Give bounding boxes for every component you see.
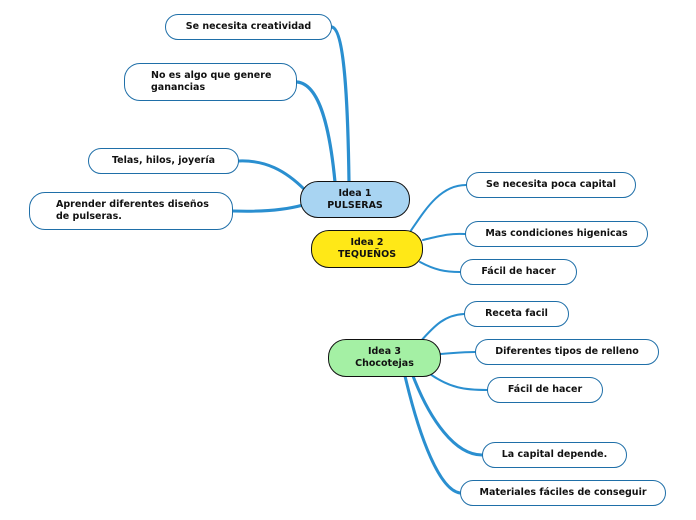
- link-idea2-higenicas: [422, 232, 466, 241]
- hub-idea1[interactable]: Idea 1 PULSERAS: [300, 181, 410, 218]
- hub-idea2-subtitle: TEQUEÑOS: [337, 249, 397, 260]
- link-idea3-materiales: [403, 374, 462, 495]
- node-ganancias[interactable]: No es algo que genere ganancias: [124, 63, 297, 101]
- node-creatividad[interactable]: Se necesita creatividad: [165, 14, 332, 40]
- link-idea2-capital: [409, 184, 467, 233]
- node-poca-capital[interactable]: Se necesita poca capital: [466, 172, 636, 198]
- link-idea1-creatividad: [330, 25, 351, 184]
- hub-idea2[interactable]: Idea 2 TEQUEÑOS: [311, 230, 423, 268]
- hub-idea3[interactable]: Idea 3 Chocotejas: [328, 339, 441, 377]
- link-idea1-telas: [237, 159, 307, 192]
- node-capital-depende[interactable]: La capital depende.: [482, 442, 627, 468]
- node-receta[interactable]: Receta facil: [464, 301, 569, 327]
- link-idea3-receta: [419, 313, 465, 343]
- node-facil-idea2[interactable]: Fácil de hacer: [460, 259, 577, 285]
- link-idea2-facil: [419, 261, 461, 273]
- node-aprender[interactable]: Aprender diferentes diseños de pulseras.: [29, 192, 233, 230]
- link-idea1-ganancias: [295, 80, 337, 184]
- hub-idea3-subtitle: Chocotejas: [355, 358, 414, 369]
- hub-idea2-title: Idea 2: [350, 237, 384, 248]
- hub-idea3-title: Idea 3: [367, 346, 402, 357]
- node-materiales[interactable]: Materiales fáciles de conseguir: [460, 480, 666, 506]
- link-idea3-facil: [429, 373, 488, 391]
- node-facil-idea3[interactable]: Fácil de hacer: [487, 377, 603, 403]
- link-idea1-aprender: [231, 203, 305, 213]
- hub-idea1-subtitle: PULSERAS: [327, 199, 383, 211]
- node-higenicas[interactable]: Mas condiciones higenicas: [465, 221, 648, 247]
- node-telas[interactable]: Telas, hilos, joyería: [88, 148, 239, 174]
- link-idea3-capital: [411, 374, 484, 457]
- hub-idea1-title: Idea 1: [338, 187, 372, 199]
- link-idea3-relleno: [439, 351, 476, 355]
- node-relleno[interactable]: Diferentes tipos de relleno: [475, 339, 659, 365]
